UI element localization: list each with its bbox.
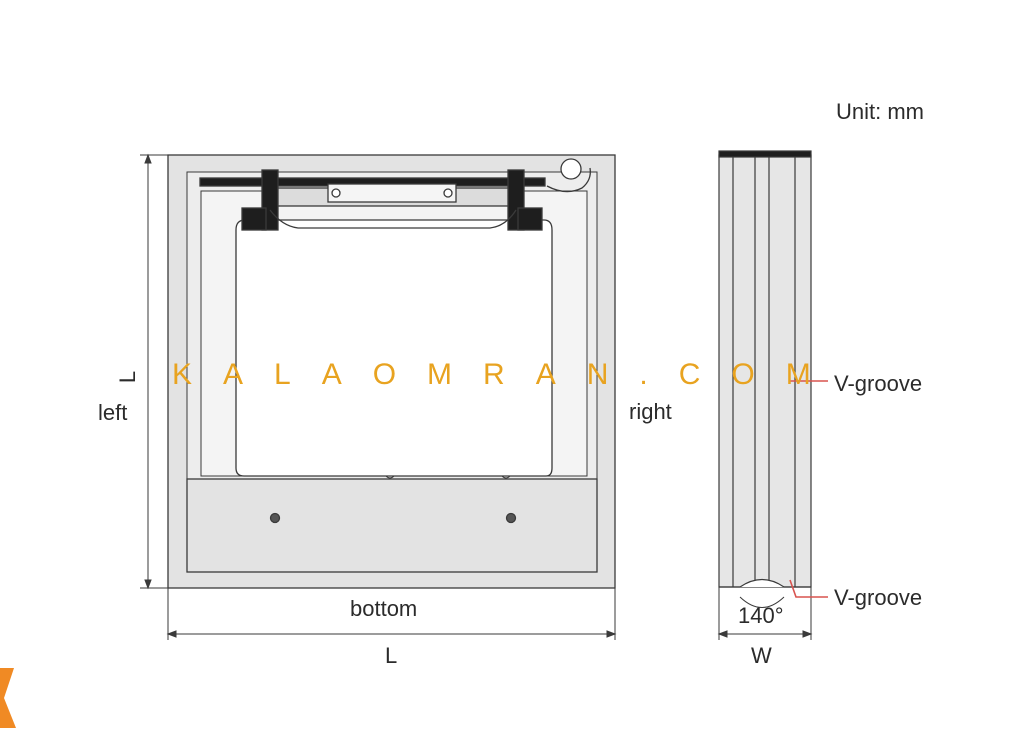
- label-right: right: [629, 399, 672, 424]
- vial-screw-right: [443, 188, 453, 198]
- front-view: [167, 154, 616, 589]
- vial-screw-left: [331, 188, 341, 198]
- vial-block-left: [241, 207, 267, 231]
- side-bottom-groove: [719, 578, 811, 588]
- label-width: W: [751, 643, 772, 668]
- base-screw-right: [505, 512, 517, 524]
- vial-tube: [327, 183, 457, 203]
- watermark: KALAOMRAN.COM: [172, 358, 842, 391]
- side-dimensions: [717, 587, 813, 640]
- inner-opening: [235, 219, 553, 477]
- logo-mark-icon: [0, 668, 16, 728]
- front-dimensions: [140, 153, 617, 640]
- label-vgroove-top: V-groove: [834, 371, 923, 396]
- label-left: left: [98, 400, 128, 425]
- label-angle: 140°: [738, 603, 784, 628]
- bottom-base: [186, 478, 598, 573]
- label-length-bottom: L: [385, 643, 398, 668]
- hanging-hole: [560, 158, 582, 180]
- side-view: [718, 150, 812, 608]
- side-body: [718, 154, 812, 588]
- label-bottom: bottom: [350, 596, 418, 621]
- vial-cover: [269, 209, 517, 229]
- label-vgroove-bottom: V-groove: [834, 585, 923, 610]
- label-length-side: L: [115, 370, 141, 384]
- leader-vgroove-bottom: [789, 579, 828, 598]
- window-notches: [385, 475, 511, 479]
- leaders: [789, 380, 828, 598]
- angle-arc: [739, 596, 785, 608]
- vial-block-right: [517, 207, 543, 231]
- base-screw-left: [269, 512, 281, 524]
- side-top-cap: [718, 150, 812, 158]
- unit-label: Unit: mm: [836, 99, 924, 124]
- hole-curve: [546, 167, 591, 193]
